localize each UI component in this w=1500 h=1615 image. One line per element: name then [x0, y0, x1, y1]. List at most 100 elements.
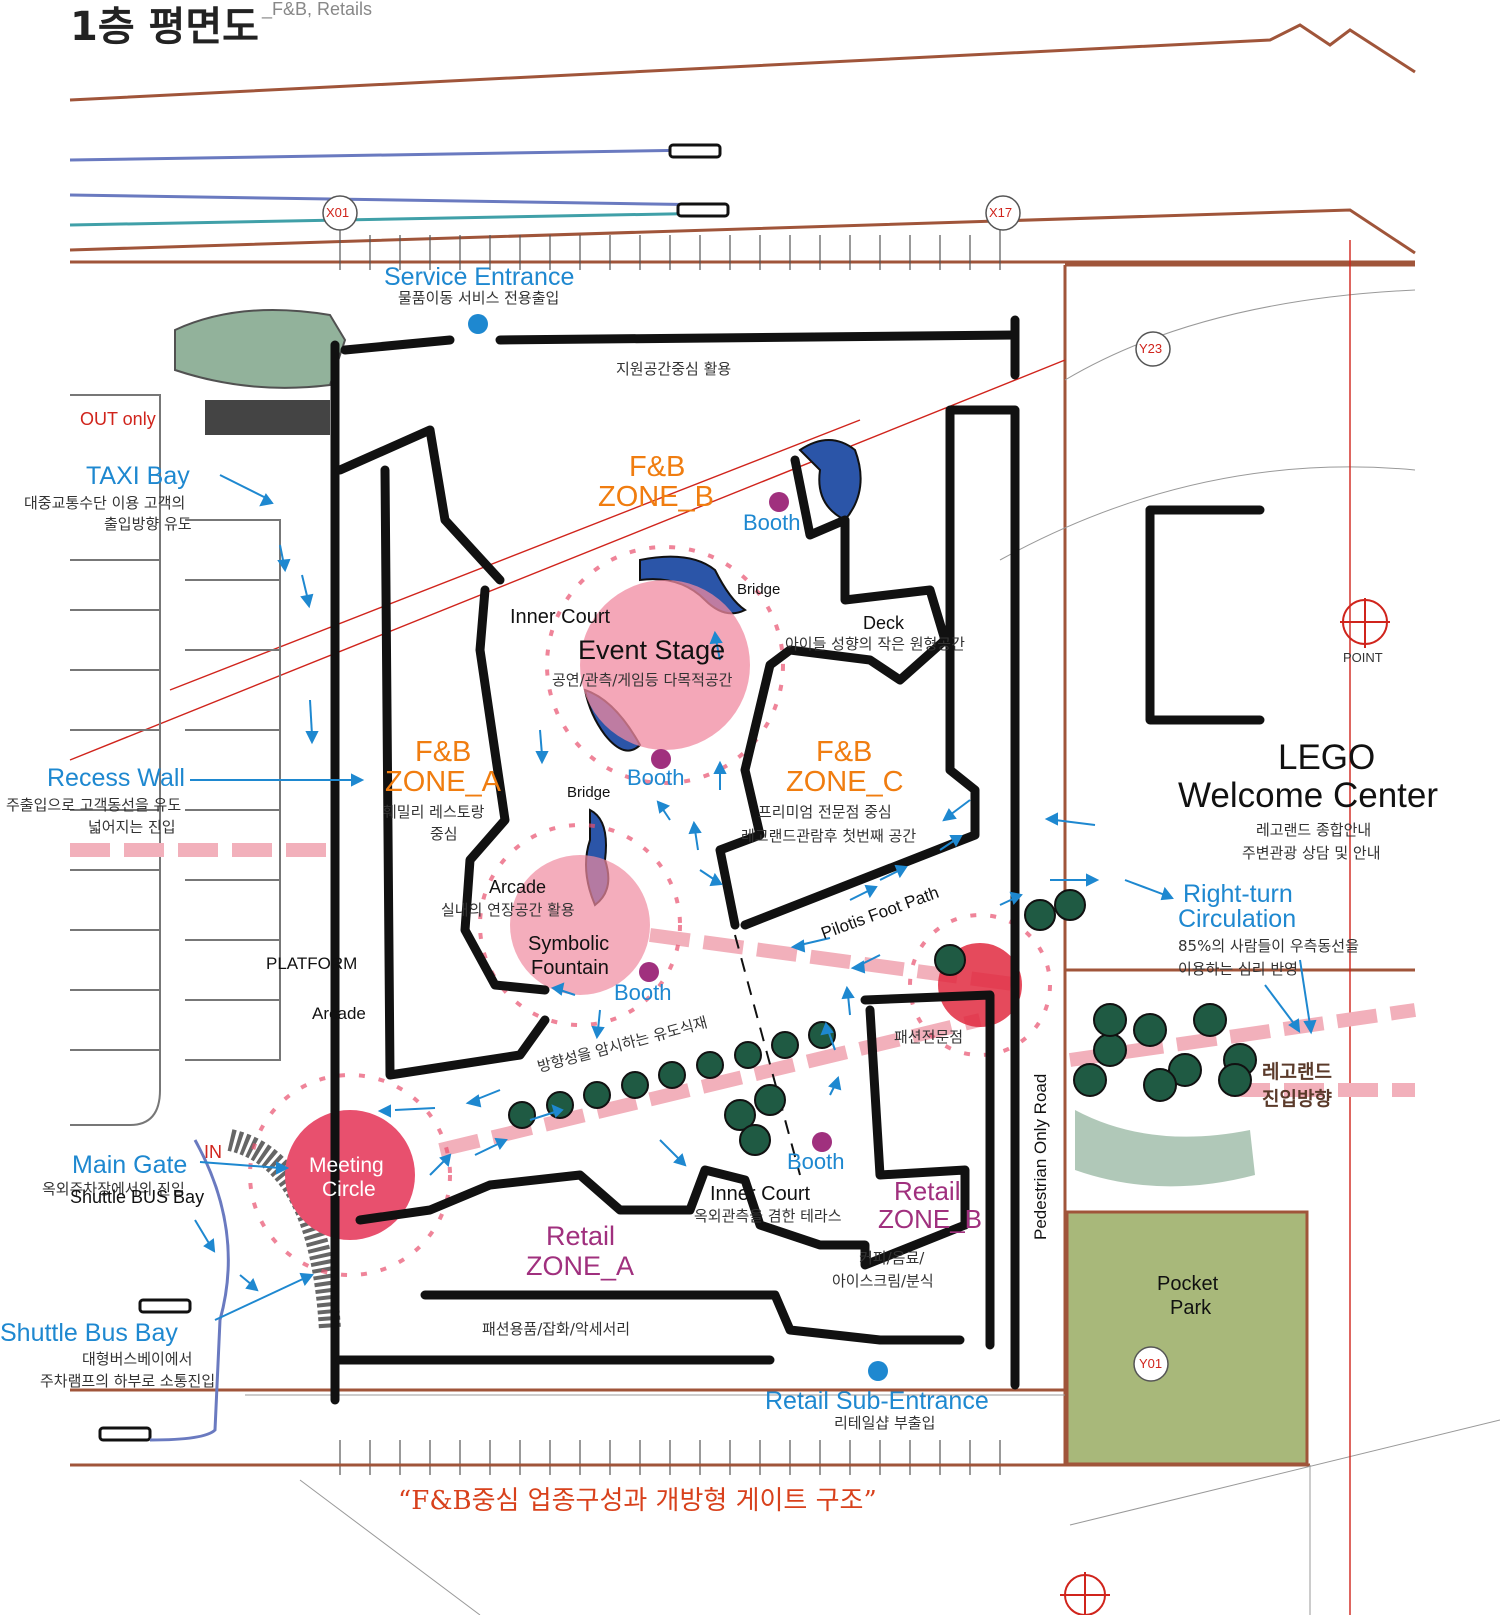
axis-line: [169, 419, 861, 691]
retail-sub-entrance-desc: 리테일샵 부출입: [834, 1414, 936, 1432]
pocket-park-line-2: Park: [1170, 1297, 1212, 1319]
retail-zone-b-line-1: Retail: [894, 1176, 961, 1206]
deck-label: Deck: [863, 613, 905, 633]
taxi-bay-desc-1: 대중교통수단 이용 고객의: [24, 494, 186, 512]
retail-sub-entrance-label: Retail Sub-Entrance: [765, 1387, 989, 1415]
taxi-bay-label: TAXI Bay: [86, 462, 190, 490]
shuttle-bus-bay-desc-1: 대형버스베이에서: [82, 1350, 193, 1368]
recess-wall-label: Recess Wall: [47, 764, 185, 792]
platform-label: PLATFORM: [266, 954, 358, 973]
retail-zone-a-line-2: ZONE_A: [526, 1251, 635, 1281]
recess-wall-desc-2: 넓어지는 진입: [88, 818, 176, 836]
booth-label-b: Booth: [743, 510, 801, 535]
guide-lines: [245, 240, 1500, 1615]
deck-desc: 아이들 성향의 작은 원형공간: [785, 635, 965, 653]
bus-shape: [138, 1298, 192, 1314]
service-entrance-label: Service Entrance: [384, 263, 575, 291]
right-turn-line-1: Right-turn: [1183, 880, 1293, 908]
shuttle-road: [149, 1139, 230, 1442]
grid-tag-x01: X01: [326, 205, 350, 220]
trees: [508, 889, 1257, 1156]
meeting-circle-line-2: Circle: [322, 1178, 376, 1201]
fb-zone-a-line-1: F&B: [415, 736, 472, 768]
pocket-park-area: [1065, 1210, 1309, 1466]
meeting-circle-line-1: Meeting: [309, 1154, 384, 1177]
point-targets: [1060, 598, 1390, 1615]
support-space-label: 지원공간중심 활용: [616, 360, 732, 378]
fb-zone-c-desc-2: 레고랜드관람후 첫번째 공간: [741, 827, 917, 845]
fb-zone-a-desc-1: 훼밀리 레스토랑: [383, 803, 485, 821]
retail-entrance-dot: [868, 1361, 888, 1381]
fountain-line-1: Symbolic: [528, 933, 610, 955]
car-shape: [676, 202, 730, 218]
pedestrian-road-label: Pedestrian Only Road: [1031, 1073, 1050, 1240]
bridge-label-top: Bridge: [737, 581, 781, 598]
parking-lot: [70, 394, 281, 1126]
lego-desc-1: 레고랜드 종합안내: [1256, 821, 1372, 839]
site-boundary: [70, 263, 1415, 1467]
grid-tag-x17: X17: [989, 205, 1013, 220]
in-label: IN: [204, 1142, 222, 1162]
car-shape: [668, 143, 722, 159]
shuttle-bus-bay-small: Shuttle BUS Bay: [70, 1187, 205, 1207]
main-gate-label: Main Gate: [72, 1151, 188, 1179]
inner-court-bottom-desc: 옥외관측을 겸한 테라스: [694, 1207, 842, 1225]
fb-zone-b-line-1: F&B: [629, 451, 686, 483]
inner-court-top-label: Inner Court: [510, 606, 611, 628]
stair: [205, 400, 330, 435]
bridge-label-bottom: Bridge: [567, 784, 611, 801]
building-walls: [330, 315, 1265, 1405]
lego-line-1: LEGO: [1278, 738, 1376, 777]
fb-zone-a-line-2: ZONE_A: [385, 766, 502, 798]
pocket-park-line-1: Pocket: [1157, 1273, 1219, 1295]
out-only-label: OUT only: [80, 409, 156, 429]
landscape-river: [1075, 1110, 1255, 1187]
retail-zone-a-desc: 패션용품/잡화/악세서리: [482, 1320, 631, 1338]
shuttle-bus-bay-label: Shuttle Bus Bay: [0, 1319, 178, 1347]
fountain-line-2: Fountain: [531, 957, 609, 979]
flow-arrows: [190, 474, 1317, 1321]
shuttle-bus-bay-desc-2: 주차램프의 하부로 소통진입: [40, 1372, 216, 1390]
retail-zone-b-desc-2: 아이스크림/분식: [832, 1272, 934, 1290]
grid-tag-y01: Y01: [1139, 1356, 1163, 1371]
page-title: 1층 평면도: [70, 4, 259, 50]
pink-paths: [70, 843, 1417, 1157]
recess-wall-desc-1: 주출입으로 고객동선을 유도: [6, 796, 182, 814]
fb-zone-b-line-2: ZONE_B: [598, 481, 715, 513]
fashion-store-label: 패션전문점: [894, 1028, 964, 1046]
arcade-label: Arcade: [312, 1004, 366, 1023]
inner-arcade-desc: 실내의 연장공간 활용: [441, 901, 575, 919]
event-stage-desc: 공연/관측/게임등 다목적공간: [552, 671, 733, 689]
event-stage-label: Event Stage: [578, 635, 726, 665]
page-subtitle: _F&B, Retails: [262, 0, 373, 19]
booth-label-center: Booth: [627, 765, 685, 790]
grid-tag-circles: [322, 195, 1171, 1382]
fb-zone-c-line-2: ZONE_C: [786, 766, 904, 798]
retail-zone-b-line-2: ZONE_B: [878, 1204, 983, 1234]
planting-area: [174, 309, 347, 389]
service-entrance-desc: 물품이동 서비스 전용출입: [398, 289, 560, 307]
lego-desc-2: 주변관광 상담 및 안내: [1242, 844, 1381, 862]
lego-line-2: Welcome Center: [1178, 776, 1439, 815]
point-label: POINT: [1343, 650, 1383, 665]
retail-zone-b-desc-1: 커피/음료/: [859, 1249, 925, 1267]
grid-ticks: [339, 228, 1001, 1475]
axis-line: [69, 359, 1066, 761]
inner-arcade-label: Arcade: [489, 877, 547, 897]
bus-shape: [98, 1426, 152, 1442]
retail-zone-a-line-1: Retail: [546, 1221, 616, 1251]
legoland-direction-line-1: 레고랜드: [1262, 1061, 1332, 1083]
fb-zone-c-line-1: F&B: [816, 736, 873, 768]
taxi-bay-desc-2: 출입방향 유도: [104, 515, 192, 533]
main-gate-desc: 옥외주차장에서의 진입: [42, 1180, 185, 1198]
grid-tag-y23: Y23: [1139, 341, 1163, 356]
legoland-direction-line-2: 진입방향: [1262, 1088, 1332, 1110]
fb-zone-c-desc-1: 프리미엄 전문점 중심: [758, 803, 892, 821]
pilotis-dash: [734, 934, 801, 1176]
booth-label-fountain: Booth: [614, 980, 672, 1005]
service-entrance-dot: [468, 314, 488, 334]
right-turn-desc-2: 이용하는 심리 반영: [1178, 960, 1298, 978]
booth-label-retail: Booth: [787, 1149, 845, 1174]
inner-court-bottom-label: Inner Court: [710, 1183, 811, 1205]
fb-zone-a-desc-2: 중심: [430, 825, 458, 843]
